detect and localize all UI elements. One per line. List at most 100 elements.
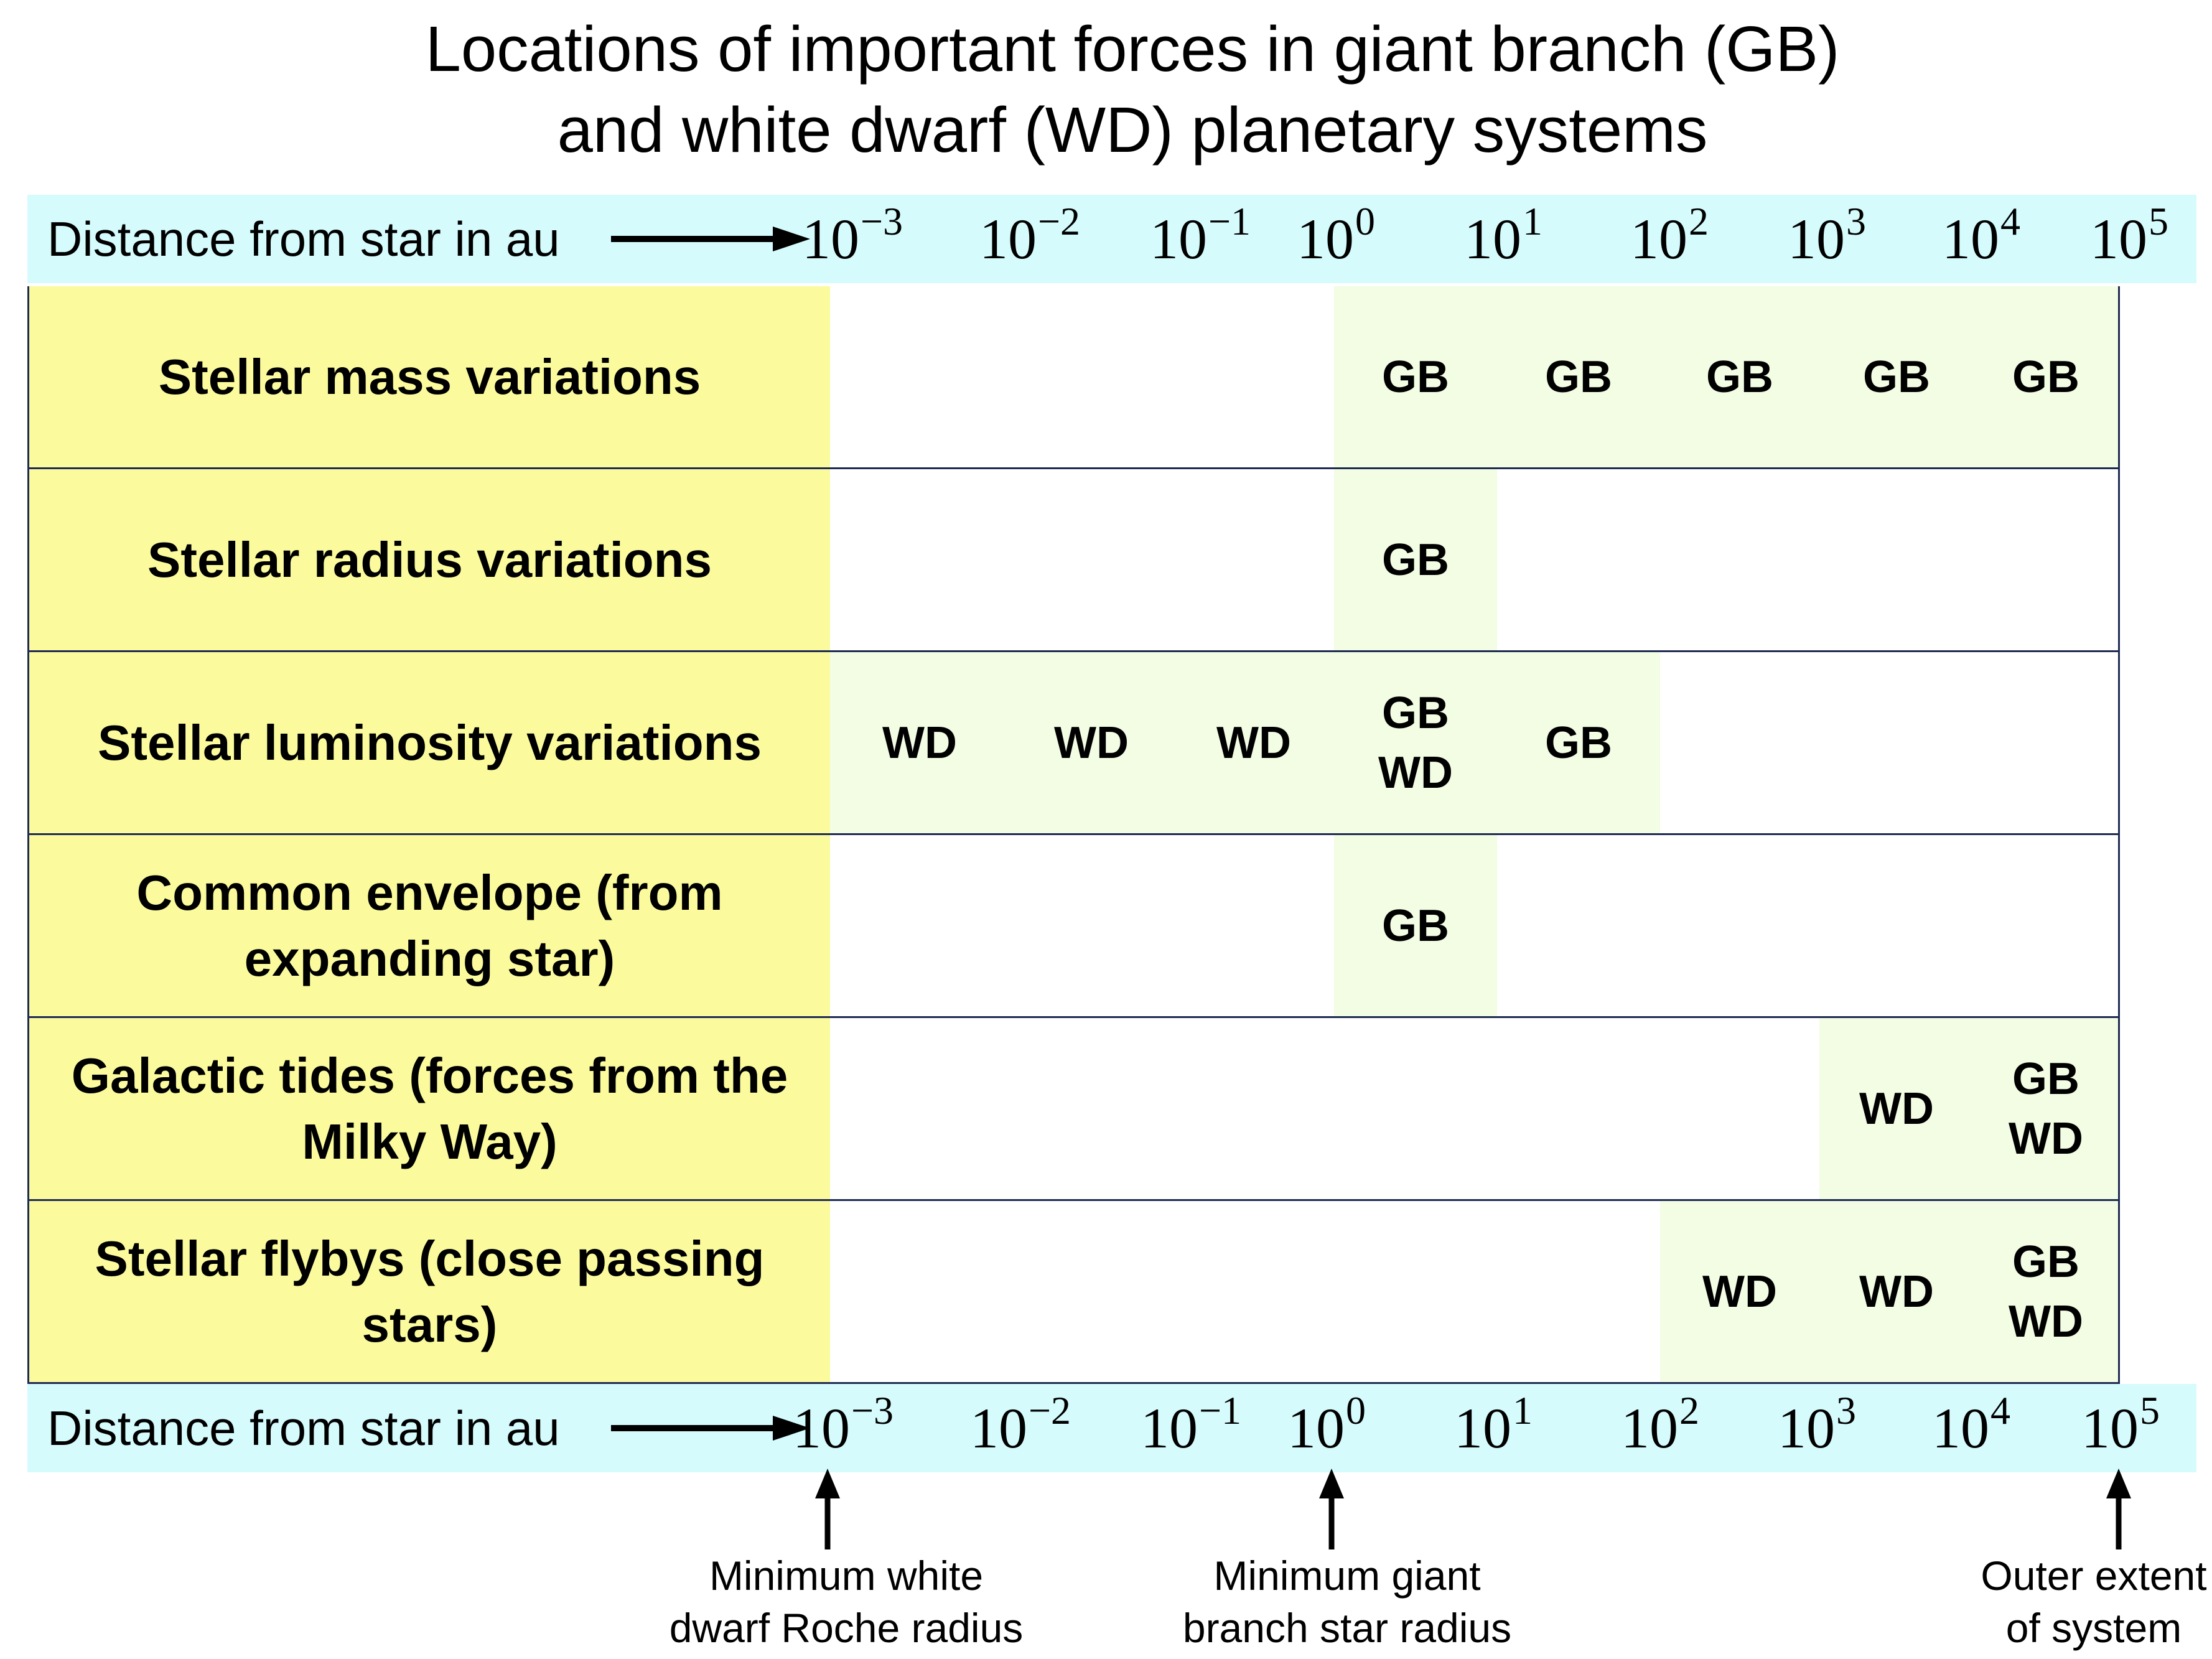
tick-exponent: 2 [1679, 1388, 1699, 1432]
table-cell [1497, 1018, 1662, 1201]
row-label: Stellar mass variations [29, 286, 832, 469]
axis-tick-label: 10−2 [979, 195, 1080, 283]
right-arrow-icon [611, 1416, 810, 1441]
tick-exponent: 3 [1836, 1388, 1856, 1432]
table-cell [1334, 1201, 1499, 1384]
tick-exponent: −2 [1037, 199, 1081, 243]
table-cell [830, 1201, 1011, 1384]
axis-tick-label: 10−3 [802, 195, 903, 283]
table-cell: WD [1819, 1201, 1976, 1384]
table-cell: GB [1497, 286, 1662, 469]
axis-tick-label: 100 [1287, 1384, 1366, 1472]
axis-label: Distance from star in au [47, 1401, 560, 1456]
giant-branch-tag: GB [1545, 352, 1612, 402]
table-cell: WD [1819, 1018, 1976, 1201]
table-cell: WD [1174, 652, 1336, 835]
tick-exponent: 4 [1990, 1388, 2010, 1432]
axis-tick-label: 103 [1778, 1384, 1856, 1472]
axis-tick-label: 10−2 [970, 1384, 1071, 1472]
title-line-2: and white dwarf (WD) planetary systems [557, 94, 1708, 166]
white-dwarf-tag: WD [1054, 717, 1129, 768]
table-cell [1174, 1018, 1336, 1201]
table-cell [1174, 286, 1336, 469]
table-cell: GB [1334, 286, 1499, 469]
annotation-line: of system [2005, 1605, 2182, 1651]
table-cell [1009, 1018, 1175, 1201]
table-cell [1660, 469, 1821, 652]
table-cell [1819, 652, 1976, 835]
tick-base: 10 [1149, 207, 1207, 271]
table-cell: WD [1660, 1201, 1821, 1384]
white-dwarf-tag: WD [2009, 1113, 2083, 1164]
tick-base: 10 [1287, 1396, 1345, 1460]
table-cell [1009, 286, 1175, 469]
tick-base: 10 [1464, 207, 1521, 271]
tick-exponent: −2 [1028, 1388, 1071, 1432]
up-arrow-icon [2106, 1469, 2131, 1549]
table-cell: GB [1497, 652, 1662, 835]
table-cell: GB [1334, 835, 1499, 1018]
axis-tick-label: 101 [1464, 195, 1542, 283]
table-cell [1974, 835, 2120, 1018]
table-cell [1497, 1201, 1662, 1384]
tick-exponent: 2 [1689, 199, 1709, 243]
tick-exponent: 5 [2149, 199, 2168, 243]
table-cell [1660, 1018, 1821, 1201]
axis-tick-label: 104 [1942, 195, 2020, 283]
table-cell [1497, 835, 1662, 1018]
white-dwarf-tag: WD [1216, 717, 1291, 768]
axis-tick-label: 102 [1621, 1384, 1699, 1472]
table-cell [1660, 652, 1821, 835]
tick-base: 10 [792, 1396, 850, 1460]
axis-tick-label: 103 [1788, 195, 1866, 283]
table-cell [1174, 469, 1336, 652]
axis-tick-label: 102 [1630, 195, 1709, 283]
white-dwarf-tag: WD [1859, 1083, 1934, 1134]
table-cell [1660, 835, 1821, 1018]
table-cell [830, 469, 1011, 652]
annotation-line: Outer extent [1981, 1553, 2207, 1599]
white-dwarf-tag: WD [882, 717, 957, 768]
table-cell: GB [1334, 469, 1499, 652]
axis-tick-label: 10−3 [793, 1384, 894, 1472]
tick-exponent: −1 [1198, 1388, 1242, 1432]
axis-tick-label: 10−1 [1141, 1384, 1241, 1472]
axis-tick-label: 104 [1932, 1384, 2010, 1472]
annotation-line: Minimum white [709, 1553, 984, 1599]
table-cell [1974, 469, 2120, 652]
table-cell [1174, 835, 1336, 1018]
annotation-line: branch star radius [1182, 1605, 1512, 1651]
table-cell [830, 1018, 1011, 1201]
table-cell: WD [830, 652, 1011, 835]
table-cell [1334, 1018, 1499, 1201]
giant-branch-tag: GB [1382, 352, 1449, 402]
tick-exponent: −3 [851, 1388, 894, 1432]
tick-exponent: 5 [2140, 1388, 2160, 1432]
tick-base: 10 [1932, 1396, 1989, 1460]
up-arrow-icon [815, 1469, 840, 1549]
table-cell [1974, 652, 2120, 835]
tick-base: 10 [1621, 1396, 1678, 1460]
tick-base: 10 [2090, 207, 2147, 271]
axis-tick-label: 10−1 [1150, 195, 1251, 283]
axis-tick-label: 105 [2081, 1384, 2160, 1472]
row-label: Common envelope (from expanding star) [29, 835, 832, 1018]
tick-base: 10 [1140, 1396, 1198, 1460]
table-cell [1009, 835, 1175, 1018]
tick-base: 10 [1630, 207, 1687, 271]
tick-base: 10 [2081, 1396, 2139, 1460]
table-cell: WD [1009, 652, 1175, 835]
table-cell [1009, 469, 1175, 652]
giant-branch-tag: GB [2012, 1054, 2079, 1104]
tick-base: 10 [1778, 1396, 1835, 1460]
tick-base: 10 [1454, 1396, 1511, 1460]
table-cell: GB WD [1974, 1018, 2120, 1201]
tick-base: 10 [1788, 207, 1845, 271]
axis-tick-label: 105 [2090, 195, 2168, 283]
